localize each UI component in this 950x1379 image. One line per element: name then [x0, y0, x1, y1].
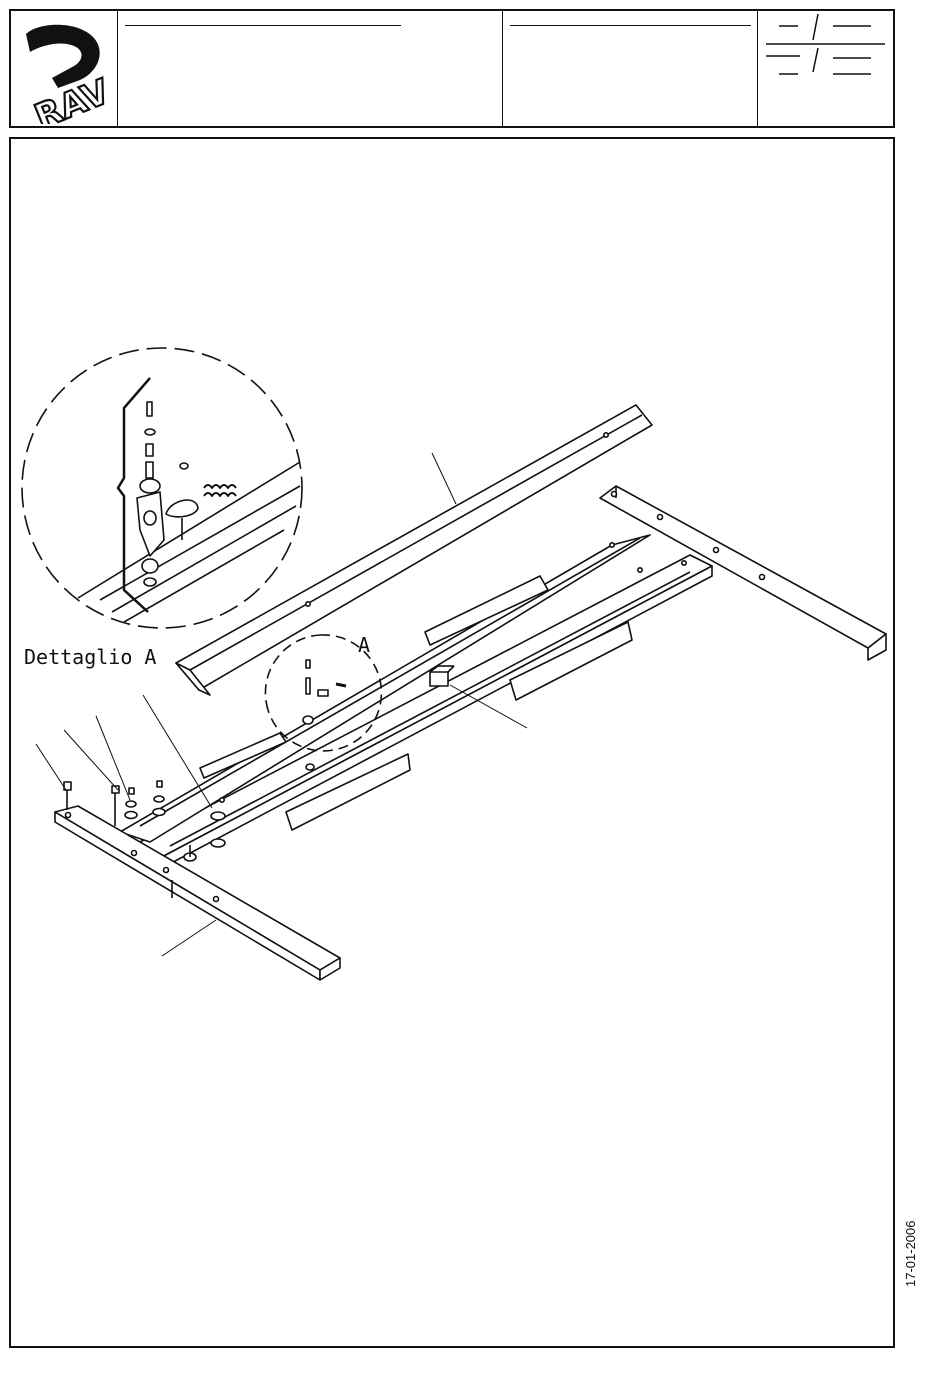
drawing-date: 17-01-2006 [903, 1221, 918, 1288]
detail-a-enlarged-view [22, 348, 302, 628]
detail-a-label: Dettaglio A [24, 645, 156, 669]
right-foot-leg [600, 486, 886, 660]
callout-a-label: A [358, 633, 370, 657]
frame-rail-lower [140, 555, 712, 868]
